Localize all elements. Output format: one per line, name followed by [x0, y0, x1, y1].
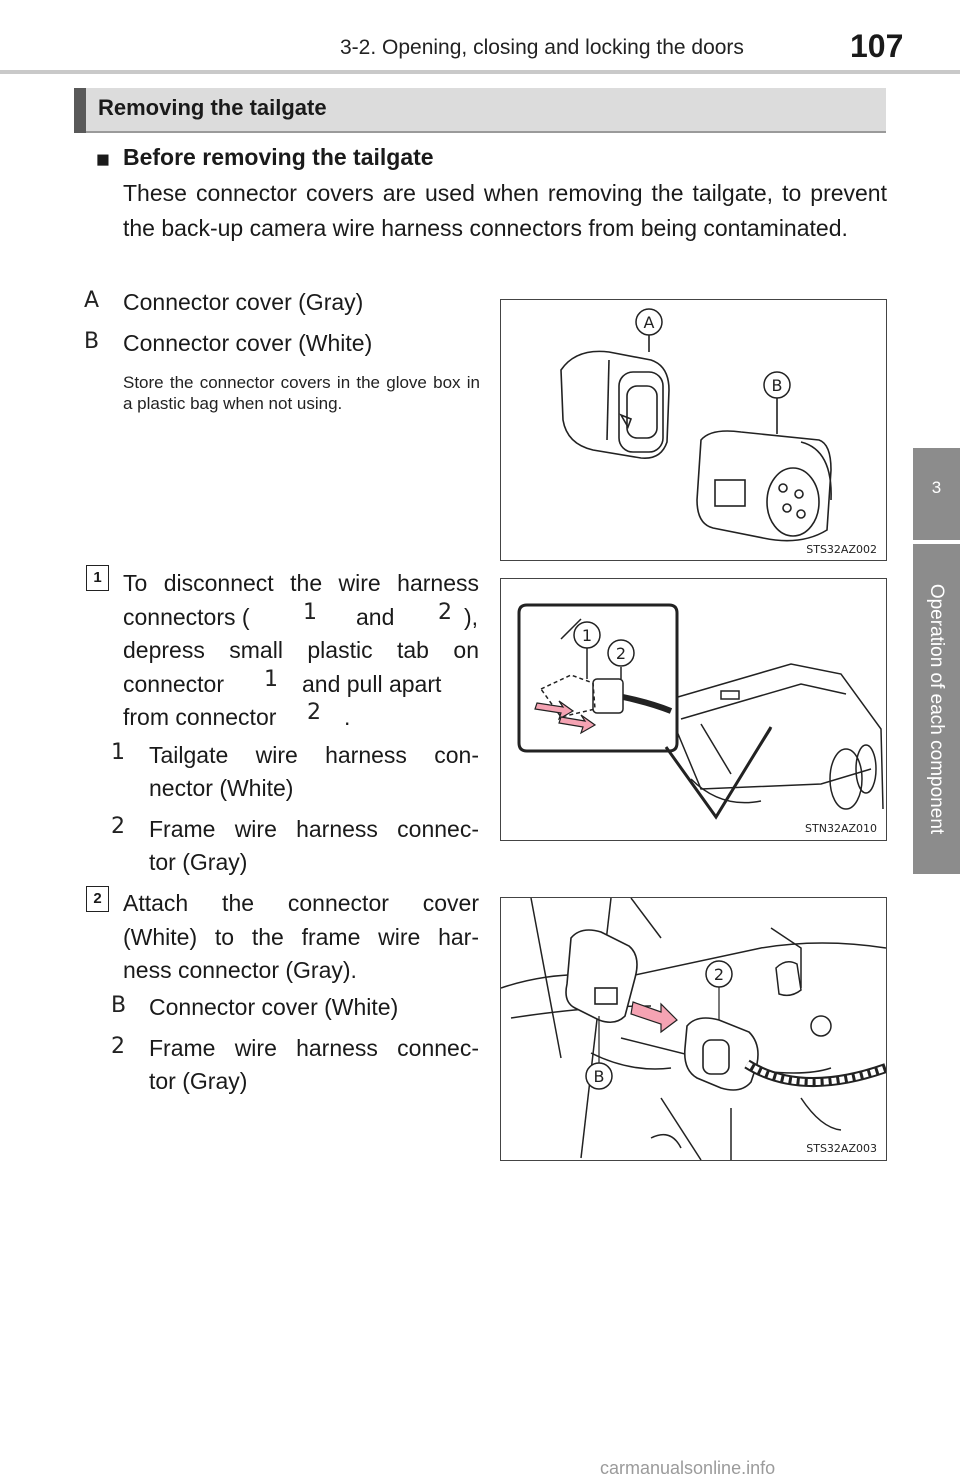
step1-line3: depress small plastic tab on	[123, 637, 479, 663]
inline-label-1: 1	[303, 600, 317, 625]
step2-itemB: Connector cover (White)	[149, 994, 399, 1020]
fig1-callout-a: A	[644, 313, 655, 332]
label-a: A	[84, 288, 100, 313]
step1-item1-line1: Tailgate wire harness con-	[149, 742, 479, 768]
attach-cover-illustration: 2 B STS32AZ003	[500, 897, 888, 1161]
chapter-tab	[913, 448, 960, 540]
section-title: Removing the tailgate	[98, 95, 327, 120]
storage-note: Store the connector covers in the glove …	[123, 373, 480, 413]
disconnect-illustration: 1 2 STN32AZ010	[517, 603, 884, 835]
section-heading-bar	[74, 88, 886, 133]
step1-item2-line2: tor (Gray)	[149, 849, 248, 875]
step1-line1: To disconnect the wire harness	[123, 570, 479, 596]
fig1-code: STS32AZ002	[806, 543, 877, 556]
section-heading-accent	[74, 88, 86, 133]
step2-line3: ness connector (Gray).	[123, 957, 357, 983]
cover-a-text: Connector cover (Gray)	[123, 289, 364, 315]
step2-line2: (White) to the frame wire har-	[123, 924, 479, 950]
item-label-1: 1	[111, 740, 125, 765]
inline-label-2b: 2	[307, 700, 321, 725]
step2-line1: Attach the connector cover	[123, 890, 479, 916]
fig3-callout-2: 2	[714, 965, 724, 984]
figure-attach-cover: 2 B STS32AZ003	[500, 897, 888, 1161]
subheading: Before removing the tailgate	[123, 144, 434, 170]
step1-line5b: .	[344, 704, 351, 730]
fig3-callout-b: B	[594, 1067, 605, 1086]
step2-item2-line2: tor (Gray)	[149, 1068, 248, 1094]
item-label-2: 2	[111, 814, 125, 839]
step1-line2a: connectors (	[123, 604, 250, 630]
header-rule	[0, 70, 960, 74]
connector-covers-illustration: A B STS32AZ002	[560, 308, 877, 556]
step1-line4b: and pull apart	[302, 671, 442, 697]
step1-line4a: connector	[123, 671, 225, 697]
item-label-b: B	[111, 993, 127, 1018]
item-label-2c: 2	[111, 1034, 125, 1059]
page-number: 107	[850, 28, 904, 64]
fig2-callout-1: 1	[582, 626, 592, 645]
bullet-square: ■	[96, 146, 110, 172]
step1-line5a: from connector	[123, 704, 277, 730]
chapter-tab-label-bg	[913, 544, 960, 874]
step1-item2-line1: Frame wire harness connec-	[149, 816, 479, 842]
fig1-callout-b: B	[772, 376, 783, 395]
step1-item1-line2: nector (White)	[149, 775, 294, 801]
cover-b-text: Connector cover (White)	[123, 330, 373, 356]
label-b: B	[84, 329, 100, 354]
fig2-code: STN32AZ010	[805, 822, 877, 835]
figure-disconnect: 1 2 STN32AZ010	[500, 578, 887, 841]
inline-label-1b: 1	[264, 667, 278, 692]
chapter-number: 3	[931, 478, 942, 497]
figure-connector-covers: A B STS32AZ002	[500, 299, 887, 561]
fig2-callout-2: 2	[616, 644, 626, 663]
footer-watermark: carmanualsonline.info	[600, 1458, 776, 1478]
header-section-title: 3-2. Opening, closing and locking the do…	[340, 36, 744, 59]
step-1-box: 1	[86, 565, 109, 591]
chapter-title: Operation of each component	[926, 583, 947, 835]
fig3-code: STS32AZ003	[806, 1142, 877, 1155]
step-2-box: 2	[86, 886, 109, 912]
intro-paragraph: These connector covers are used when rem…	[123, 180, 887, 241]
step1-line2c: ),	[464, 604, 479, 630]
step1-line2b: and	[356, 604, 395, 630]
step2-item2-line1: Frame wire harness connec-	[149, 1035, 479, 1061]
inline-label-2: 2	[438, 600, 452, 625]
